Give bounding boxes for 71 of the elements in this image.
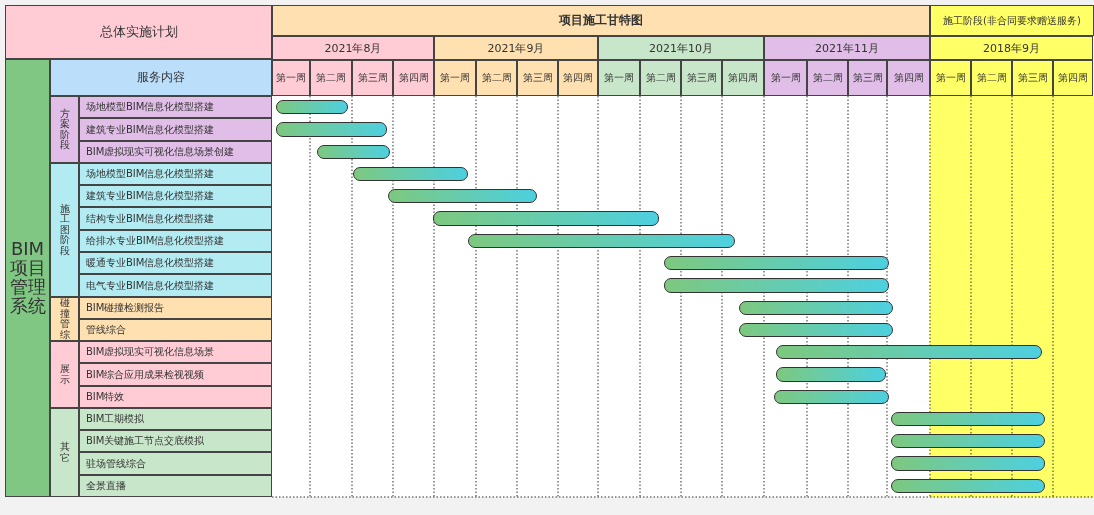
gantt-bar (776, 345, 1042, 359)
week-cell: 第二周 (971, 60, 1012, 96)
task-cell: 给排水专业BIM信息化模型搭建 (79, 230, 272, 252)
system-label-cell: BIM项目管理系统 (5, 59, 50, 497)
task-cell: BIM虚拟现实可视化信息场景 (79, 341, 272, 363)
gantt-bar (891, 479, 1045, 493)
task-cell: 暖通专业BIM信息化模型搭建 (79, 252, 272, 274)
task-cell: BIM特效 (79, 386, 272, 408)
task-cell: 建筑专业BIM信息化模型搭建 (79, 118, 272, 141)
gantt-bar (739, 323, 893, 337)
week-cell: 第四周 (722, 60, 764, 96)
month-cell: 2021年8月 (272, 36, 434, 60)
task-cell: 管线综合 (79, 319, 272, 341)
category-cell: 碰撞管综 (50, 297, 79, 341)
category-cell: 其它 (50, 408, 79, 497)
month-cell: 2021年11月 (764, 36, 930, 60)
gantt-bar (276, 122, 387, 137)
week-cell: 第三周 (848, 60, 887, 96)
week-cell: 第一周 (272, 60, 310, 96)
month-cell: 2021年9月 (434, 36, 598, 60)
week-cell: 第四周 (887, 60, 930, 96)
task-cell: 场地模型BIM信息化模型搭建 (79, 96, 272, 118)
week-cell: 第三周 (1012, 60, 1053, 96)
week-cell: 第三周 (352, 60, 393, 96)
header-cell: 项目施工甘特图 (272, 5, 930, 36)
week-cell: 第二周 (310, 60, 352, 96)
task-cell: 驻场管线综合 (79, 452, 272, 475)
gantt-bar (433, 211, 659, 226)
task-cell: 场地模型BIM信息化模型搭建 (79, 163, 272, 185)
week-cell: 第一周 (434, 60, 476, 96)
header-cell: 施工阶段(非合同要求赠送服务) (930, 5, 1094, 36)
task-cell: 建筑专业BIM信息化模型搭建 (79, 185, 272, 207)
week-cell: 第四周 (558, 60, 598, 96)
gantt-bar (664, 256, 889, 270)
task-cell: BIM综合应用成果检视视频 (79, 363, 272, 386)
week-cell: 第三周 (681, 60, 722, 96)
task-cell: 结构专业BIM信息化模型搭建 (79, 207, 272, 230)
header-cell: 总体实施计划 (5, 5, 272, 59)
week-cell: 第四周 (1053, 60, 1093, 96)
gantt-bar (468, 234, 735, 248)
gantt-bar (891, 456, 1045, 471)
gantt-bar (388, 189, 537, 203)
week-cell: 第二周 (807, 60, 848, 96)
category-cell: 展示 (50, 341, 79, 408)
gantt-bar (276, 100, 348, 114)
week-cell: 第四周 (393, 60, 434, 96)
week-cell: 第一周 (764, 60, 807, 96)
gantt-bar (891, 434, 1045, 448)
week-cell: 第二周 (476, 60, 517, 96)
gantt-bar (776, 367, 886, 382)
gantt-bar (739, 301, 893, 315)
task-cell: BIM关键施工节点交底模拟 (79, 430, 272, 452)
category-cell: 方案阶段 (50, 96, 79, 163)
month-cell: 2021年10月 (598, 36, 764, 60)
task-cell: BIM虚拟现实可视化信息场景创建 (79, 141, 272, 163)
gantt-bar (317, 145, 390, 159)
gantt-bar (664, 278, 889, 293)
header-cell: 服务内容 (50, 59, 272, 96)
week-cell: 第一周 (930, 60, 971, 96)
task-cell: BIM碰撞检测报告 (79, 297, 272, 319)
category-cell: 施工图阶段 (50, 163, 79, 297)
month-cell: 2018年9月 (930, 36, 1093, 60)
task-cell: 全景直播 (79, 475, 272, 497)
task-cell: 电气专业BIM信息化模型搭建 (79, 274, 272, 297)
week-cell: 第一周 (598, 60, 640, 96)
gantt-bar (774, 390, 889, 404)
task-cell: BIM工期模拟 (79, 408, 272, 430)
week-cell: 第三周 (517, 60, 558, 96)
gantt-bar (353, 167, 468, 181)
gantt-bar (891, 412, 1045, 426)
week-cell: 第二周 (640, 60, 681, 96)
